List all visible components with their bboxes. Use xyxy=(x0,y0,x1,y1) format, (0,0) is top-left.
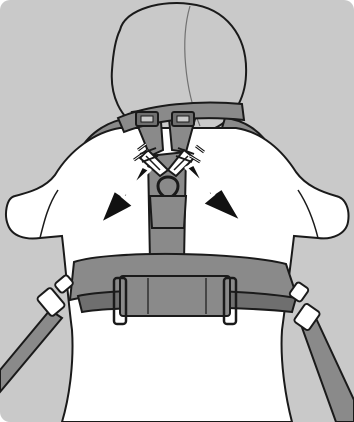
shoulder-buckle-left xyxy=(136,112,158,126)
shoulder-buckle-right xyxy=(172,112,194,126)
d-ring-mount xyxy=(150,196,186,228)
belt-center-pad xyxy=(120,276,230,316)
